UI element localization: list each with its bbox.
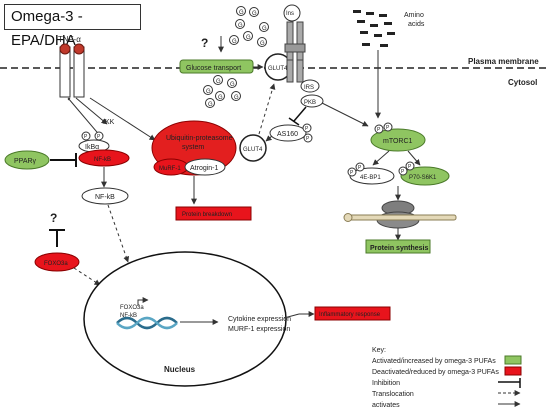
key-activated-swatch <box>504 355 522 365</box>
svg-text:P: P <box>306 136 310 142</box>
protein-breakdown-box <box>175 206 252 221</box>
key-inhibition-label: Inhibition <box>372 380 400 387</box>
tnf-alpha-label: TNF-α <box>58 35 81 44</box>
svg-text:P: P <box>97 134 101 140</box>
nucleus-label: Nucleus <box>164 365 196 374</box>
dna-helix <box>116 316 178 330</box>
inhibition-pkb-as160 <box>293 106 307 122</box>
nucleus <box>83 251 287 387</box>
svg-text:P: P <box>350 170 354 176</box>
glut4-cytosol-node <box>239 134 267 162</box>
ups-label-line1: Ubiquitin-proteasome <box>166 135 233 142</box>
key-translocation-label: Translocation <box>372 391 414 398</box>
svg-text:G: G <box>252 11 257 17</box>
ribosome-icon <box>343 200 457 229</box>
atrogin1-label: Atrogin-1 <box>190 165 219 172</box>
protein-breakdown-label: Protein breakdown <box>182 212 232 218</box>
as160-label: AS160 <box>277 131 298 138</box>
transcription-start-arrow <box>137 297 149 306</box>
as160-node <box>269 124 307 142</box>
protein-synthesis-box <box>365 239 431 254</box>
nfkb-node <box>81 187 129 205</box>
arrow-pkb-mtorc1 <box>321 102 369 127</box>
nfkb-red-label: NF-kB <box>94 157 111 163</box>
arrow-tnf-ups <box>89 97 156 141</box>
svg-text:P: P <box>386 125 390 131</box>
question-mark-glucose: ? <box>201 36 208 50</box>
key-deactivated-swatch <box>504 366 522 376</box>
atrogin1-node <box>184 158 226 176</box>
svg-text:P: P <box>358 165 362 171</box>
svg-text:G: G <box>262 26 267 32</box>
glucose-molecules-cytosol: G G G G G G <box>203 75 241 108</box>
amino-acids-group <box>353 10 395 47</box>
svg-text:G: G <box>232 39 237 45</box>
svg-text:P: P <box>408 164 412 170</box>
arrow-tnf-ikba <box>67 97 103 139</box>
murf1-label: MuRF-1 <box>159 166 181 172</box>
svg-text:P: P <box>305 126 309 132</box>
svg-text:G: G <box>218 95 223 101</box>
question-mark-foxo: ? <box>50 211 57 225</box>
ikk-label: IKK <box>103 119 115 126</box>
svg-text:G: G <box>246 35 251 41</box>
svg-text:P: P <box>377 127 381 133</box>
svg-text:G: G <box>208 102 213 108</box>
tnf-receptor <box>59 43 85 98</box>
irs-node <box>300 79 320 93</box>
svg-text:G: G <box>260 41 265 47</box>
insulin-receptor <box>284 21 306 83</box>
ppar-gamma-label: PPARγ <box>14 158 37 165</box>
key-activates-label: activates <box>372 402 400 409</box>
irs-label: IRS <box>304 85 314 91</box>
inflammatory-response-label: Inflammatory response <box>319 312 381 318</box>
glut4-membrane-label: GLUT4 <box>268 66 288 72</box>
ikba-complex: IkBα P P NF-kB <box>78 131 130 167</box>
plasma-membrane-label: Plasma membrane <box>468 57 539 66</box>
murf1-expression-label: MURF-1 expression <box>228 326 290 333</box>
translocation-glut4 <box>258 83 276 135</box>
glucose-transport-label: Glucose transport <box>186 65 241 72</box>
key-deactivated-label: Deactivated/reduced by omega-3 PUFAs <box>372 369 499 376</box>
nfkb-label: NF-kB <box>95 194 115 201</box>
translocation-nfkb-nucleus <box>107 204 130 263</box>
mtorc1-node <box>370 128 426 152</box>
diagram-title: Omega-3 - EPA/DHA <box>4 4 141 49</box>
key-title: Key: <box>372 347 386 354</box>
arrow-tnf-ikk <box>75 97 108 125</box>
svg-text:G: G <box>234 95 239 101</box>
ins-label: Ins <box>286 11 294 17</box>
foxo3a-node <box>34 252 80 272</box>
nucleus-foxo3a-label: FOXO3a <box>120 305 144 311</box>
svg-text:IkBα: IkBα <box>85 144 99 151</box>
glut4-cytosol-label: GLUT4 <box>243 147 263 153</box>
svg-text:G: G <box>230 82 235 88</box>
inflammatory-response-box <box>314 306 391 321</box>
foxo3a-label: FOXO3a <box>44 261 68 267</box>
mtorc1-label: mTORC1 <box>383 138 413 145</box>
svg-text:P: P <box>84 134 88 140</box>
pkb-label: PKB <box>304 100 316 106</box>
cytokine-expression-label: Cytokine expression <box>228 316 291 323</box>
protein-synthesis-label: Protein synthesis <box>370 245 428 252</box>
glucose-molecules-extracellular: G G G G G G G <box>229 6 269 47</box>
4ebp1-label: 4E-BP1 <box>360 175 381 181</box>
cytosol-label: Cytosol <box>508 78 537 87</box>
nucleus-nfkb-label: NF-kB <box>120 313 137 319</box>
svg-text:G: G <box>238 23 243 29</box>
svg-text:G: G <box>216 79 221 85</box>
svg-text:G: G <box>239 10 244 16</box>
p70s6k1-node <box>400 166 450 186</box>
ups-label-line2: system <box>182 144 204 151</box>
pkb-node <box>300 94 324 108</box>
key-activated-label: Activated/increased by omega-3 PUFAs <box>372 358 496 365</box>
svg-text:P: P <box>401 169 405 175</box>
svg-text:G: G <box>206 89 211 95</box>
ppar-gamma-node <box>4 150 50 170</box>
p70s6k1-label: P70-S6K1 <box>409 175 437 181</box>
translocation-foxo-nucleus <box>73 267 101 286</box>
